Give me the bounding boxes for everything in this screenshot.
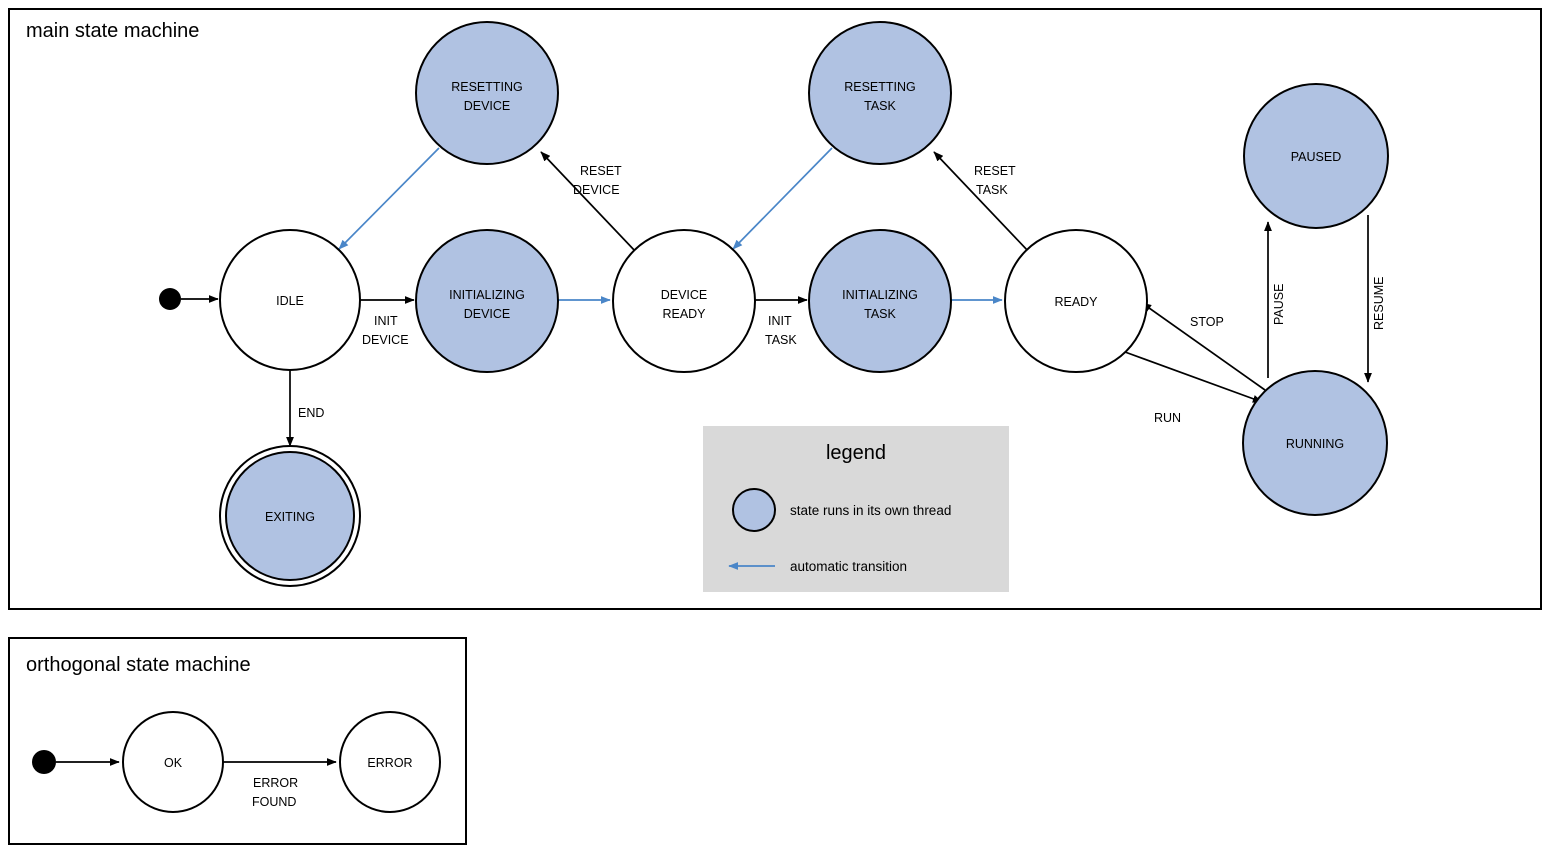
orthogonal-state-error-circle[interactable] <box>339 711 441 813</box>
state-idle-label: IDLE <box>276 294 304 308</box>
state-running-label: RUNNING <box>1286 437 1344 451</box>
legend-title: legend <box>826 442 886 464</box>
state-device-ready[interactable]: DEVICE READY <box>612 229 756 373</box>
state-resetting-device-label-line2: DEVICE <box>464 99 511 113</box>
state-device-ready-label-line1: DEVICE <box>661 288 708 302</box>
edge-device-ready-reset-device <box>540 151 637 253</box>
state-initializing-task-label-line2: TASK <box>864 307 896 321</box>
legend: legend state runs in its own thread auto… <box>703 426 1009 592</box>
state-ready-circle[interactable] <box>1004 229 1148 373</box>
legend-thread-state-icon <box>732 488 776 532</box>
state-resetting-task[interactable]: RESETTING TASK <box>808 21 952 165</box>
state-initializing-device-label-line2: DEVICE <box>464 307 511 321</box>
edge-ready-reset-task <box>933 151 1030 253</box>
state-idle-circle[interactable] <box>219 229 361 371</box>
state-resetting-task-label-line1: RESETTING <box>844 80 916 94</box>
edge-label-stop: STOP <box>1190 315 1224 329</box>
edge-label-init-task-line1: INIT <box>768 314 792 328</box>
initial-state-dot <box>159 288 181 310</box>
orthogonal-state-ok[interactable]: OK <box>122 711 224 813</box>
edge-label-reset-task-line1: RESET <box>974 164 1016 178</box>
state-resetting-device-circle[interactable] <box>415 21 559 165</box>
legend-auto-transition-label: automatic transition <box>790 559 907 574</box>
state-resetting-task-circle[interactable] <box>808 21 952 165</box>
edge-label-end: END <box>298 406 324 420</box>
edge-reset-task-device-ready <box>732 147 833 250</box>
orthogonal-diagram-title: orthogonal state machine <box>26 654 251 676</box>
state-initializing-task[interactable]: INITIALIZING TASK <box>808 229 952 373</box>
state-resetting-task-label-line2: TASK <box>864 99 896 113</box>
state-initializing-device-label-line1: INITIALIZING <box>449 288 525 302</box>
state-initializing-task-circle[interactable] <box>808 229 952 373</box>
orthogonal-state-ok-label: OK <box>164 756 183 770</box>
state-initializing-task-label-line1: INITIALIZING <box>842 288 918 302</box>
orthogonal-diagram-frame <box>8 637 467 845</box>
state-resetting-device[interactable]: RESETTING DEVICE <box>415 21 559 165</box>
state-exiting-outer-ring <box>219 445 361 587</box>
edge-ready-run-running <box>1124 351 1263 403</box>
state-device-ready-circle[interactable] <box>612 229 756 373</box>
edge-label-resume: RESUME <box>1372 277 1386 330</box>
edge-label-init-task-line2: TASK <box>765 333 797 347</box>
state-running-circle[interactable] <box>1242 370 1388 516</box>
edge-label-reset-device-line2: DEVICE <box>573 183 620 197</box>
state-initializing-device-circle[interactable] <box>415 229 559 373</box>
state-idle[interactable]: IDLE <box>219 229 361 371</box>
state-ready[interactable]: READY <box>1004 229 1148 373</box>
legend-thread-state-label: state runs in its own thread <box>790 503 951 518</box>
orthogonal-edge-label-line2: FOUND <box>252 795 296 809</box>
edge-reset-device-idle <box>338 147 440 250</box>
edge-label-run: RUN <box>1154 411 1181 425</box>
state-paused-circle[interactable] <box>1243 83 1389 229</box>
orthogonal-state-error[interactable]: ERROR <box>339 711 441 813</box>
edge-label-init-device-line1: INIT <box>374 314 398 328</box>
edge-running-stop-ready <box>1141 302 1266 391</box>
state-exiting[interactable]: EXITING <box>219 445 361 587</box>
edge-label-init-device-line2: DEVICE <box>362 333 409 347</box>
edge-label-pause: PAUSE <box>1272 284 1286 325</box>
state-initializing-device[interactable]: INITIALIZING DEVICE <box>415 229 559 373</box>
state-exiting-circle[interactable] <box>225 451 355 581</box>
orthogonal-state-error-label: ERROR <box>367 756 412 770</box>
state-paused-label: PAUSED <box>1291 150 1341 164</box>
state-paused[interactable]: PAUSED <box>1243 83 1389 229</box>
state-device-ready-label-line2: READY <box>662 307 706 321</box>
state-ready-label: READY <box>1054 295 1098 309</box>
orthogonal-edge-label-line1: ERROR <box>253 776 298 790</box>
main-diagram-title: main state machine <box>26 20 199 42</box>
edge-label-reset-task-line2: TASK <box>976 183 1008 197</box>
state-resetting-device-label-line1: RESETTING <box>451 80 523 94</box>
orthogonal-initial-state-dot <box>32 750 56 774</box>
state-running[interactable]: RUNNING <box>1242 370 1388 516</box>
main-diagram-frame <box>8 8 1542 610</box>
state-exiting-label: EXITING <box>265 510 315 524</box>
edge-label-reset-device-line1: RESET <box>580 164 622 178</box>
